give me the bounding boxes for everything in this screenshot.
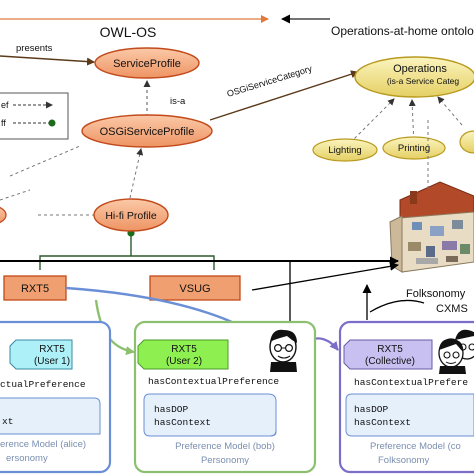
- collective-tag-line-1: RXT5: [377, 344, 403, 355]
- bob-model-label: Preference Model (bob): [175, 441, 275, 452]
- device-row: RXT5 VSUG Folksonomy CXMS: [0, 256, 468, 315]
- presents-label: presents: [16, 43, 53, 54]
- alice-model-label: erence Model (alice): [0, 439, 86, 450]
- alice-tag-line-1: RXT5: [39, 344, 65, 355]
- bob-context-scroll: hasDOP hasContext: [143, 393, 277, 437]
- lighting-label: Lighting: [328, 145, 361, 156]
- rxt5-device-label: RXT5: [21, 283, 49, 295]
- left-profile-edge: [9, 145, 81, 177]
- collective-tag-line-2: (Collective): [365, 356, 415, 367]
- bob-tag-line-1: RXT5: [171, 344, 197, 355]
- panel-collective: RXT5 (Collective) hasContextualPrefere h…: [338, 320, 474, 474]
- alice-preference-tag[interactable]: RXT5 (User 1): [9, 339, 73, 370]
- hifi-device-branch: [39, 255, 215, 270]
- house-side: [389, 215, 403, 273]
- alice-scroll-line: xt: [2, 416, 13, 427]
- device-icon: [416, 258, 438, 264]
- collective-model-label: Preference Model (co: [370, 441, 461, 452]
- bob-preference-tag[interactable]: RXT5 (User 2): [137, 339, 229, 370]
- osgi-service-category-label: OSGiServiceCategory: [226, 63, 314, 99]
- left-profile-edge-2: [0, 189, 31, 201]
- bob-preference-label: hasContextualPreference: [148, 376, 279, 387]
- house-roof: [399, 181, 474, 219]
- device-icon: [412, 222, 422, 230]
- panel-bob: RXT5 (User 2) hasContextualPreference ha…: [133, 320, 317, 474]
- legend-box: [0, 92, 69, 140]
- bob-scroll-line-1: hasDOP: [154, 404, 189, 415]
- truncated-profile-node: [0, 206, 7, 224]
- service-profile-label: ServiceProfile: [113, 58, 181, 70]
- vsug-device[interactable]: VSUG: [149, 275, 241, 301]
- service-profile-node[interactable]: ServiceProfile: [94, 47, 200, 79]
- hifi-profile-node[interactable]: Hi-fi Profile: [93, 198, 169, 232]
- collective-avatars: [438, 329, 474, 374]
- owl-os-title: OWL-OS: [100, 24, 157, 40]
- device-icon: [460, 244, 470, 254]
- header: OWL-OS Operations-at-home ontolo: [0, 14, 474, 40]
- panel-alice: RXT5 (User 1) ctualPreference xt erence …: [0, 320, 112, 474]
- device-icon: [426, 246, 435, 257]
- operations-label: Operations: [393, 63, 447, 75]
- device-icon: [408, 242, 421, 251]
- operations-sublabel: (is-a Service Categ: [387, 76, 460, 86]
- operations-node[interactable]: Operations (is-a Service Categ: [354, 56, 474, 98]
- device-icon: [442, 241, 457, 250]
- bob-tag-line-2: (User 2): [166, 356, 202, 367]
- more-operations-edge: [437, 96, 463, 126]
- ontology-title: Operations-at-home ontolo: [331, 24, 474, 38]
- rxt5-device[interactable]: RXT5: [3, 275, 67, 301]
- legend-row-1-label: ef: [1, 100, 9, 110]
- presents-edge: [0, 55, 95, 66]
- vsug-to-home-arrow: [251, 261, 399, 291]
- bob-avatar: [269, 329, 297, 372]
- device-icon: [430, 226, 444, 236]
- is-a-label: is-a: [170, 96, 186, 107]
- alice-context-scroll: xt: [0, 397, 101, 435]
- osgi-service-profile-label: OSGiServiceProfile: [100, 126, 195, 138]
- folksonomy-label: Folksonomy: [406, 288, 466, 300]
- cxms-label: CXMS: [436, 303, 468, 315]
- alice-preference-label: ctualPreference: [0, 379, 86, 390]
- device-icon: [452, 220, 463, 229]
- collective-preference-tag[interactable]: RXT5 (Collective): [343, 339, 433, 370]
- collective-scroll-line-2: hasContext: [354, 417, 411, 428]
- lighting-edge: [345, 98, 395, 148]
- truncated-operation-node: [459, 130, 474, 154]
- printing-label: Printing: [398, 143, 430, 154]
- house-chimney: [410, 191, 417, 204]
- hifi-profile-label: Hi-fi Profile: [105, 210, 157, 222]
- printing-node[interactable]: Printing: [382, 136, 446, 160]
- legend-row-2-label: ff: [1, 118, 6, 128]
- legend-dot: [48, 119, 56, 127]
- alice-sub-label: ersonomy: [6, 453, 48, 464]
- bob-scroll-line-2: hasContext: [154, 417, 211, 428]
- hifi-is-a-edge: [129, 148, 144, 199]
- collective-sub-label: Folksonomy: [378, 455, 429, 466]
- service-category-edge: [209, 70, 359, 121]
- collective-preference-label: hasContextualPrefere: [354, 377, 468, 388]
- alice-tag-line-2: (User 1): [34, 356, 70, 367]
- legend: ef ff: [0, 92, 69, 140]
- osgi-service-profile-node[interactable]: OSGiServiceProfile: [81, 114, 213, 148]
- collective-scroll-line-1: hasDOP: [354, 404, 389, 415]
- bob-sub-label: Personomy: [201, 455, 249, 466]
- lighting-node[interactable]: Lighting: [312, 138, 378, 162]
- vsug-device-label: VSUG: [179, 283, 210, 295]
- device-icon: [446, 256, 458, 262]
- collective-context-scroll: hasDOP hasContext: [345, 393, 474, 437]
- cxms-curve: [369, 299, 425, 313]
